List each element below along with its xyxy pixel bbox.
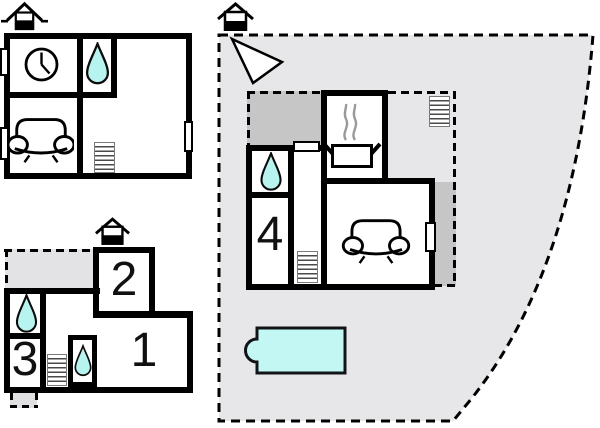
stove-pot-icon xyxy=(322,142,382,168)
stairs-icon xyxy=(429,96,450,127)
pool-shape xyxy=(244,326,347,375)
chimney-icon xyxy=(217,2,254,31)
window-marker xyxy=(293,141,320,152)
sofa-icon xyxy=(341,219,411,264)
wall xyxy=(4,387,193,393)
terrace-light-bottomleft xyxy=(5,249,95,290)
steam-icon xyxy=(343,103,358,141)
stub-area xyxy=(10,393,37,408)
water-drop-icon xyxy=(74,343,92,376)
terrace-dashed-edges xyxy=(247,91,456,287)
water-drop-icon xyxy=(15,294,38,333)
wall xyxy=(77,39,83,174)
wall xyxy=(93,253,99,318)
room-label-3: 3 xyxy=(11,333,39,386)
stairs-icon xyxy=(47,354,67,386)
stairs-icon xyxy=(297,251,318,283)
room-2-floor xyxy=(99,253,149,317)
wall xyxy=(252,192,294,198)
wall xyxy=(93,311,193,318)
wall xyxy=(93,247,155,253)
wall xyxy=(4,333,46,339)
wall xyxy=(187,311,193,393)
chimney-icon xyxy=(1,1,48,31)
wall xyxy=(40,294,46,387)
sofa-icon xyxy=(8,118,74,163)
terrace-light-dashed-edges xyxy=(4,249,95,290)
room-label-2: 2 xyxy=(110,253,138,306)
clock-icon xyxy=(24,47,59,82)
north-arrow-icon xyxy=(229,36,285,85)
water-drop-icon xyxy=(85,42,110,85)
wall xyxy=(288,151,294,284)
wall xyxy=(111,39,117,95)
window-marker xyxy=(184,121,193,152)
room-label-4: 4 xyxy=(256,208,284,261)
wall xyxy=(4,288,100,294)
terrace-dark-topleft xyxy=(247,91,321,147)
chimney-icon xyxy=(95,217,130,245)
window-marker xyxy=(0,48,9,76)
wall xyxy=(149,253,155,318)
wall xyxy=(10,92,117,98)
window-marker xyxy=(425,222,436,252)
water-drop-icon xyxy=(260,152,282,191)
room-label-1: 1 xyxy=(130,324,158,377)
stairs-icon xyxy=(94,142,115,173)
stub-dashed-edges xyxy=(10,393,38,408)
wall xyxy=(4,288,10,393)
terrace-dark-right xyxy=(435,182,456,286)
